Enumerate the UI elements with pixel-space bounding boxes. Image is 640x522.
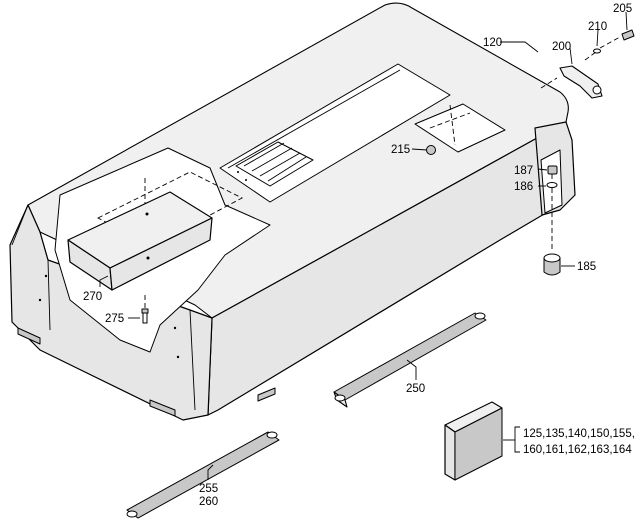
- callout-185: 185: [577, 261, 596, 273]
- screw-215: [426, 145, 436, 155]
- nut-187: [547, 165, 558, 175]
- callout-186: 186: [514, 181, 533, 193]
- callout-187: 187: [514, 165, 533, 177]
- callout-260: 260: [199, 496, 218, 508]
- callout-215: 215: [391, 144, 410, 156]
- washer-186: [546, 182, 558, 188]
- callout-250: 250: [406, 383, 425, 395]
- callout-200: 200: [552, 41, 571, 53]
- seal-strip-250: [333, 312, 487, 408]
- bracket-200: [559, 65, 603, 99]
- leader-lines: [99, 11, 628, 480]
- callout-group-line1: 125,135,140,150,155,: [523, 428, 635, 440]
- washer-210: [593, 48, 601, 54]
- screw-275: [141, 308, 149, 324]
- callout-120: 120: [483, 37, 502, 49]
- pad-sheet: [54, 147, 271, 353]
- callout-255: 255: [199, 483, 218, 495]
- foot-185: [543, 253, 561, 276]
- callout-210: 210: [588, 21, 607, 33]
- seal-strip-255: [126, 431, 280, 519]
- filter-pad: [444, 401, 503, 481]
- callout-205: 205: [613, 3, 632, 15]
- screw-205: [621, 29, 635, 41]
- callout-270: 270: [83, 291, 102, 303]
- callout-group-line2: 160,161,162,163,164: [523, 444, 632, 456]
- callout-275: 275: [105, 313, 124, 325]
